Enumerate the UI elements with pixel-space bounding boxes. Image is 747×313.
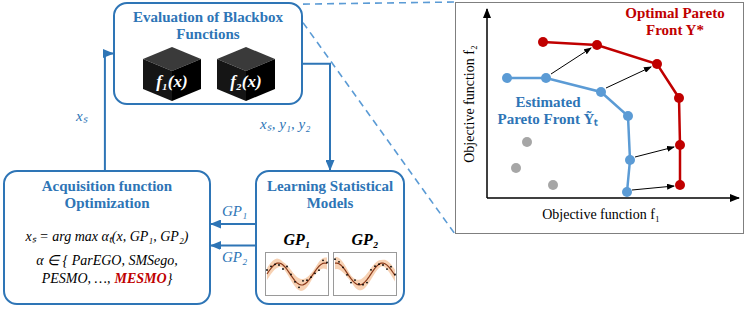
box-title: Acquisition function Optimization [11, 178, 203, 213]
front-label: Optimal Pareto Front Y* [614, 5, 736, 40]
front-label: Estimated Pareto Front Ỹₜ [494, 94, 602, 129]
formula-line: α ∈ { ParEGO, SMSego, PESMO, …,MESMO} [19, 252, 195, 288]
process-box: Evaluation of Blackbox Functions f₁(x) f₂(… [113, 2, 303, 105]
gp-plot [265, 252, 329, 296]
gp-model: GP₁ [265, 230, 329, 298]
flow-arrow [211, 245, 255, 247]
dominated-points [511, 137, 558, 190]
flow-arrow [105, 54, 113, 171]
gp-model: GP₂ [333, 230, 397, 298]
box-title: Learning Statistical Models [261, 178, 399, 213]
function-name: f₂(x) [215, 72, 277, 92]
edge-label: xₛ [74, 108, 90, 125]
edge-label: GP₂ [220, 249, 249, 266]
x-axis [487, 197, 739, 199]
edge-label: xₛ, y₁, y₂ [258, 116, 312, 133]
flow-arrow [211, 223, 255, 225]
chart-panel: Optimal Pareto Front Y* Estimated Pareto … [455, 2, 744, 234]
process-box: Learning Statistical ModelsGP₁GP₂ [255, 170, 405, 305]
model-name: GP₂ [333, 230, 397, 250]
zoom-leader [303, 2, 455, 4]
formula: } [167, 271, 173, 286]
box-title: Evaluation of Blackbox Functions [121, 9, 295, 44]
blackbox-cube: f₂(x) [215, 45, 277, 103]
method-name: MESMO [115, 271, 167, 286]
gp-plot [333, 252, 397, 296]
axis-label: Objective function f₁ [496, 207, 706, 223]
edge-label: GP₁ [220, 203, 249, 220]
y-axis [486, 9, 488, 198]
blackbox-cube: f₁(x) [141, 45, 203, 103]
process-box: α ∈ { ParEGO, SMSego, PESMO, …,MESMO} Acq… [3, 170, 211, 305]
model-name: GP₁ [265, 230, 329, 250]
axis-label: Objective function f₂ [462, 14, 480, 194]
function-name: f₁(x) [141, 72, 203, 92]
estimated-front-points [502, 73, 635, 197]
formula: xₛ = arg max αₜ(x, GP₁, GP₂) [7, 226, 207, 245]
